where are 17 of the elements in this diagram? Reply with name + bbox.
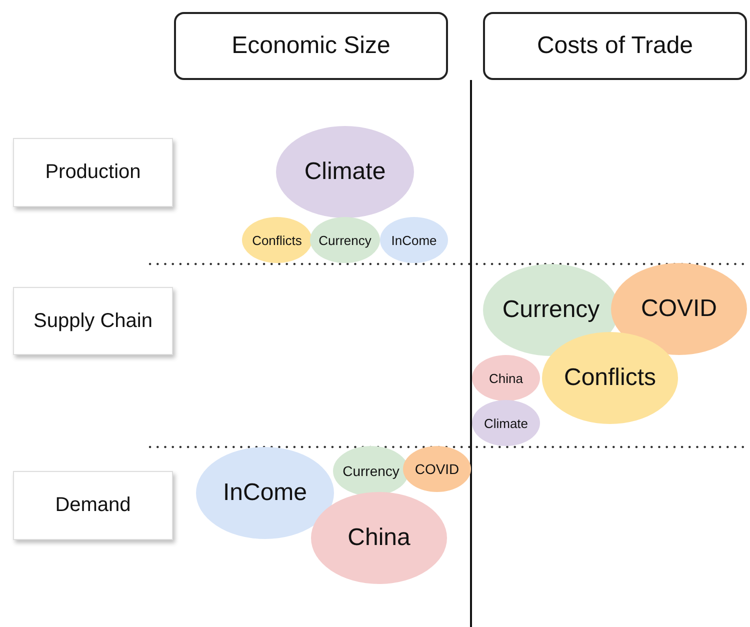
row-header: Production [13, 138, 173, 207]
topic-bubble: Conflicts [542, 332, 678, 424]
topic-bubble: Climate [472, 400, 540, 446]
row-header: Supply Chain [13, 287, 173, 355]
topic-bubble: InCome [380, 217, 448, 263]
topic-bubble: China [311, 492, 447, 584]
topic-bubble: China [472, 355, 540, 401]
topic-bubble: Conflicts [242, 217, 312, 263]
topic-bubble: Currency [310, 217, 380, 263]
topic-bubble: COVID [403, 446, 471, 492]
topic-bubble: Climate [276, 126, 414, 218]
topic-bubble: COVID [611, 263, 747, 355]
column-header: Economic Size [174, 12, 448, 80]
row-header: Demand [13, 471, 173, 540]
topic-bubble: Currency [333, 446, 409, 496]
topic-bubble: InCome [196, 447, 334, 539]
column-header: Costs of Trade [483, 12, 747, 80]
